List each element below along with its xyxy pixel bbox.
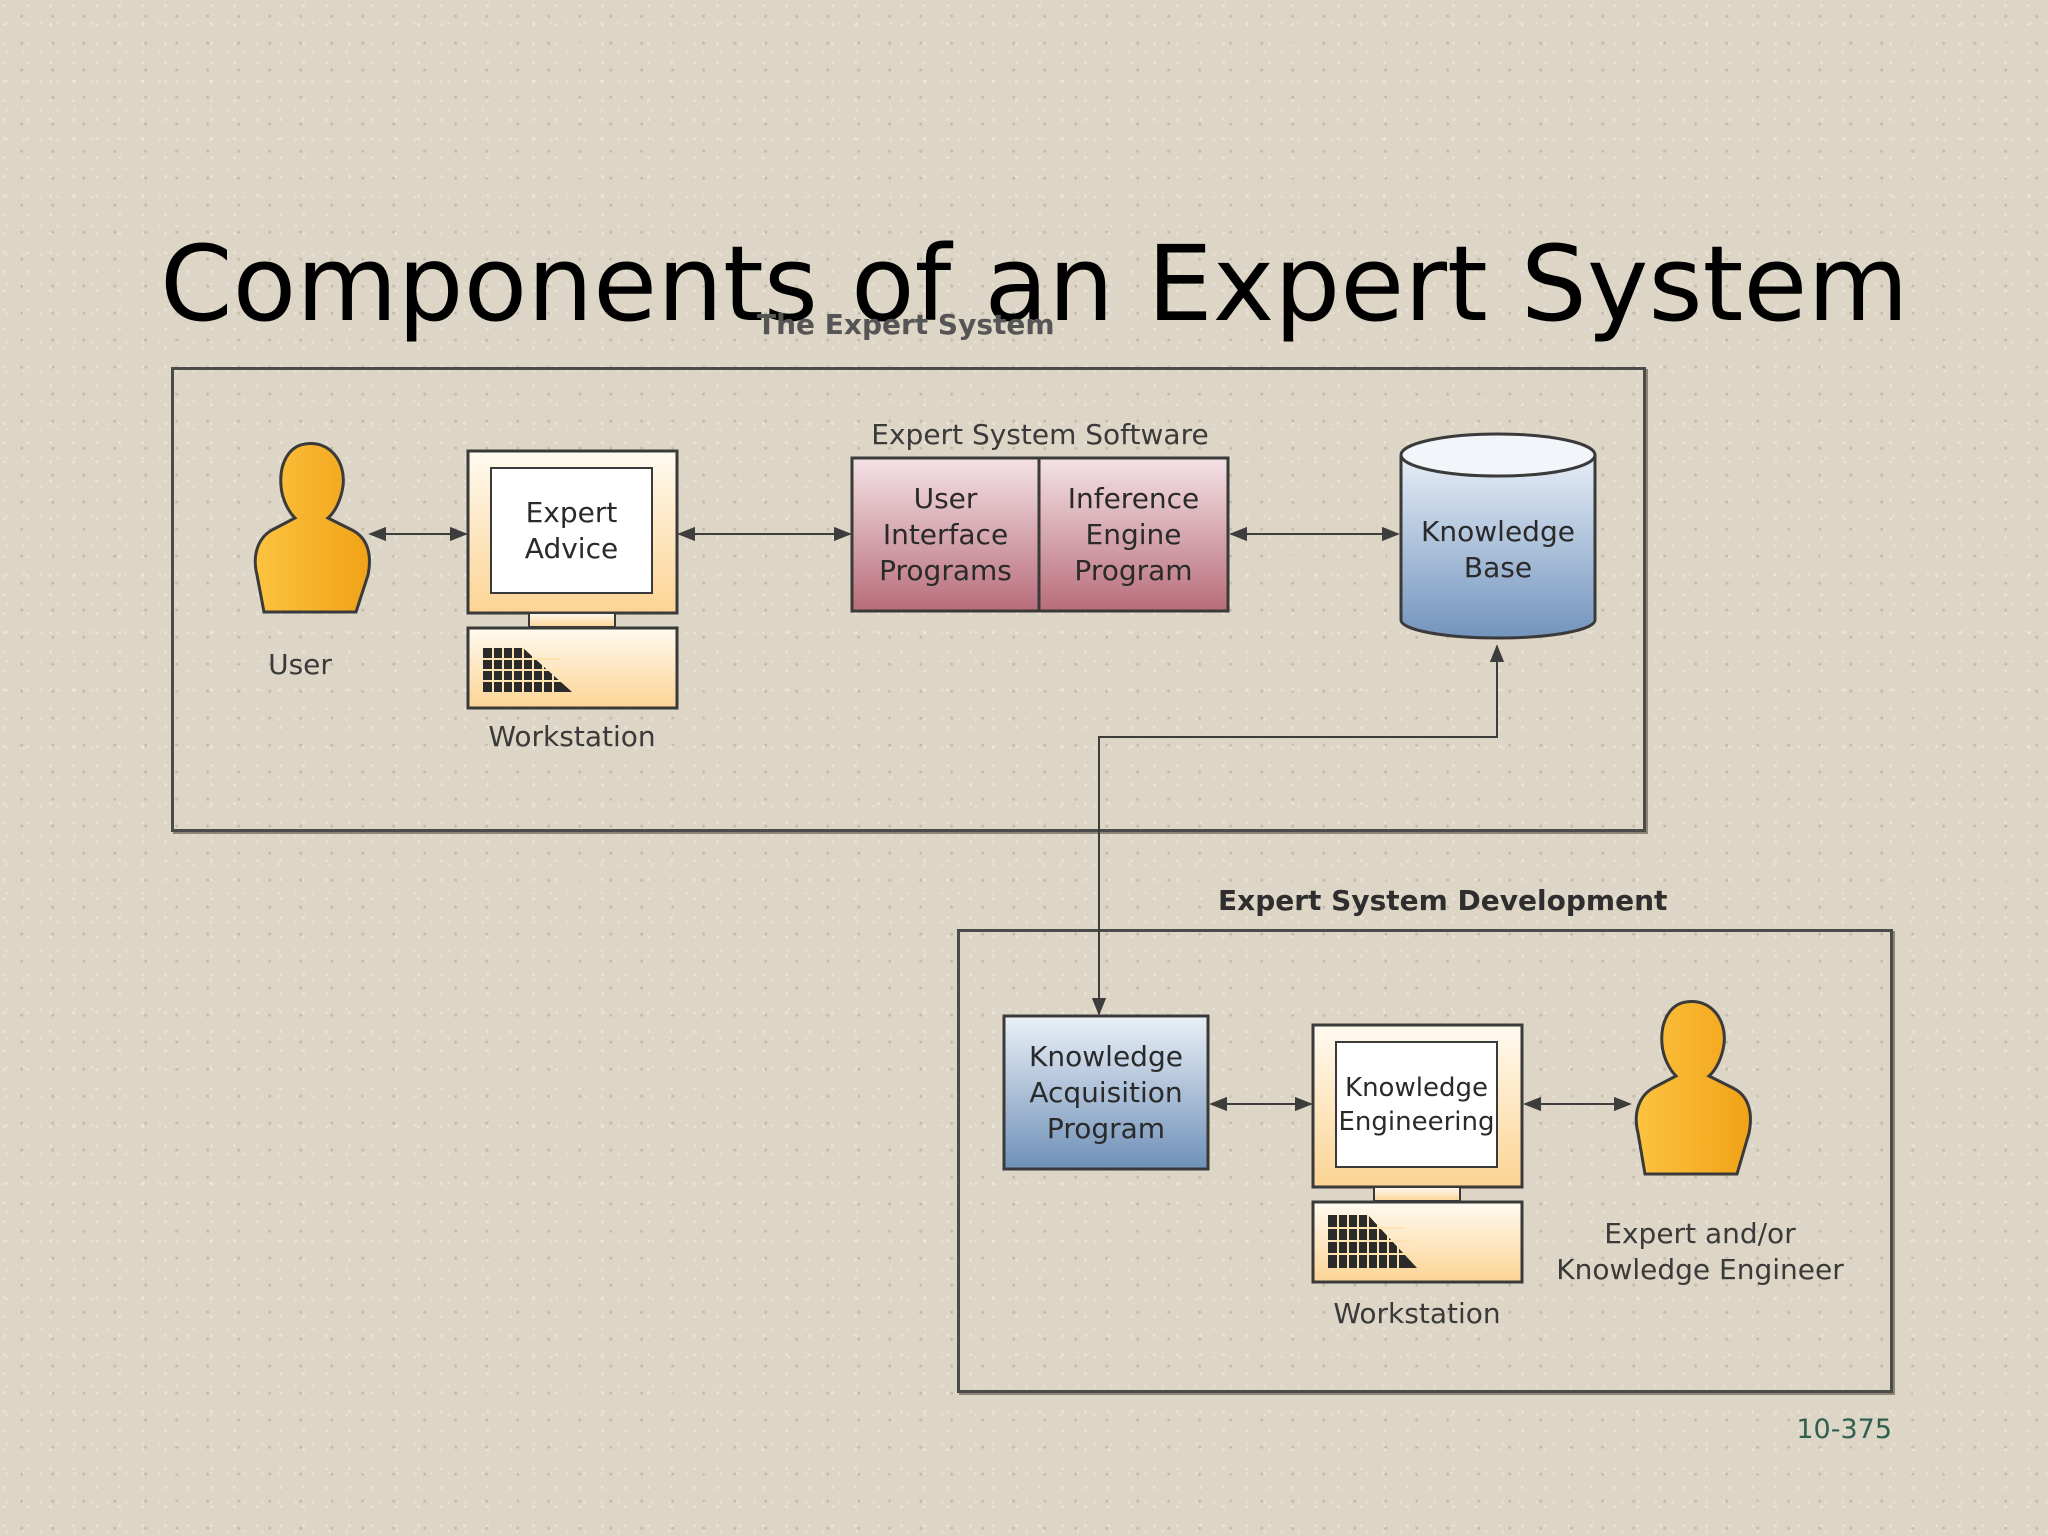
knowledge-engineering-screen-text: Knowledge Engineering bbox=[1338, 1072, 1495, 1137]
dev-workstation-label: Workstation bbox=[1333, 1297, 1501, 1330]
acquisition-box bbox=[1002, 1014, 1210, 1171]
acquisition-program-text: Knowledge Acquisition Program bbox=[1029, 1039, 1183, 1145]
expert-system-title: The Expert System bbox=[757, 308, 1055, 341]
slide-title: Components of an Expert System bbox=[160, 223, 1909, 345]
user-workstation-icon bbox=[466, 449, 679, 710]
engineer-person-icon bbox=[1634, 1000, 1752, 1176]
knowledge-base-icon bbox=[1399, 432, 1597, 640]
engineer-label: Expert and/or Knowledge Engineer bbox=[1556, 1217, 1844, 1286]
development-title: Expert System Development bbox=[1218, 884, 1668, 917]
workstation-label: Workstation bbox=[488, 720, 656, 753]
expert-advice-screen-text: Expert Advice bbox=[524, 495, 619, 565]
knowledge-base-text: Knowledge Base bbox=[1421, 515, 1575, 584]
user-label: User bbox=[268, 648, 332, 681]
expert-system-frame bbox=[171, 367, 1646, 832]
inference-engine-text: Inference Engine Program bbox=[1067, 481, 1200, 587]
software-title: Expert System Software bbox=[871, 418, 1209, 451]
user-person-icon bbox=[253, 442, 371, 614]
software-boxes bbox=[850, 456, 1230, 613]
dev-workstation-icon bbox=[1311, 1023, 1524, 1284]
ui-programs-text: User Interface Programs bbox=[879, 481, 1012, 587]
connector-arrows bbox=[368, 526, 1632, 1112]
page-number: 10-375 bbox=[1796, 1414, 1892, 1445]
